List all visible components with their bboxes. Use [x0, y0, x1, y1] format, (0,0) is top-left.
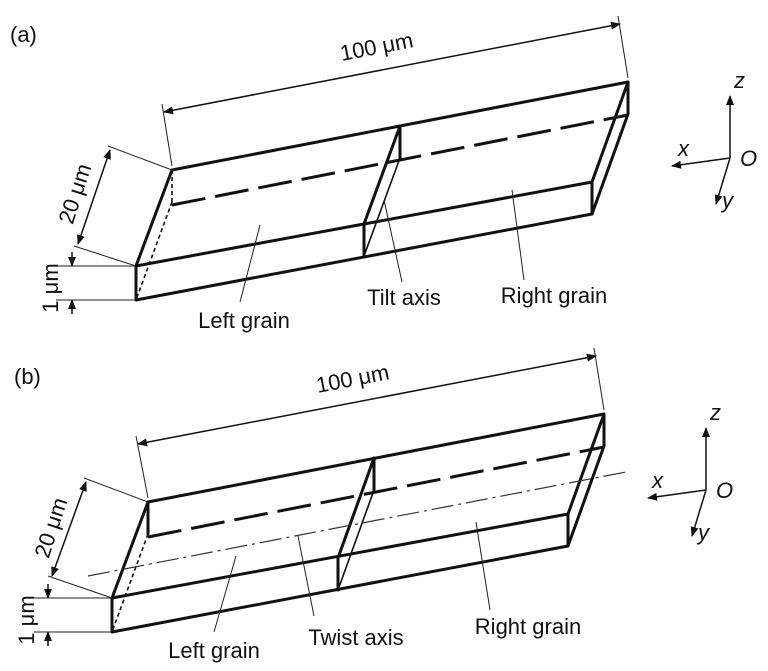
panel-a-x-axis: [671, 157, 731, 169]
panel-b-length-arrow: [137, 353, 597, 447]
panel-a: (a) 100 μm: [10, 15, 630, 333]
panel-b-width-label: 20 μm: [29, 495, 72, 561]
panel-a-boundary-front: [362, 124, 402, 258]
panel-a-length-label: 100 μm: [338, 27, 415, 66]
panel-b-right-grain-label: Right grain: [475, 614, 581, 639]
panel-b-sample-box: [110, 412, 606, 634]
panel-a-label: (a): [10, 22, 37, 47]
panel-a-thickness-label: 1 μm: [38, 263, 63, 312]
panel-a-axis-label: Tilt axis: [367, 285, 441, 310]
panel-b-coordinate-frame: z x y O: [647, 400, 733, 545]
panel-a-width-ext-bottom: [73, 245, 137, 267]
panel-b-hidden-edge: [111, 533, 149, 633]
panel-a-sample-box: [134, 80, 630, 302]
panel-b-width-ext-bottom: [47, 575, 113, 599]
panel-b-label: (b): [14, 364, 41, 389]
panel-a-width-dimension: 20 μm: [53, 145, 173, 267]
panel-a-length-arrow: [163, 21, 621, 115]
panel-b-axis-label: Twist axis: [308, 625, 403, 650]
panel-a-thickness-dimension: 1 μm: [38, 252, 136, 314]
panel-b-x-label: x: [651, 468, 664, 493]
panel-b-x-axis: [647, 489, 707, 501]
panel-b-width-arrow: [51, 481, 87, 577]
panel-b-width-ext-top: [83, 477, 149, 503]
panel-a-width-arrow: [77, 149, 111, 245]
panel-a-width-label: 20 μm: [53, 161, 96, 227]
panel-a-grain-boundary: [362, 124, 402, 258]
panel-a-coordinate-frame: z x y O: [671, 68, 757, 213]
panel-a-right-leader: [511, 189, 525, 281]
panel-a-mid-dashed-line: [171, 113, 629, 207]
panel-a-boundary-diag: [363, 157, 401, 257]
panel-a-right-bottom-edge: [590, 112, 630, 216]
panel-a-y-axis: [714, 157, 731, 205]
panel-b-mid-dashed-line: [147, 445, 605, 539]
panel-b-boundary-diag: [337, 489, 375, 591]
panel-a-origin-label: O: [740, 146, 757, 171]
panel-a-left-leader: [239, 224, 261, 303]
panel-b-front-face: [110, 512, 570, 634]
panel-b-axis-leader: [297, 535, 315, 617]
panel-b-left-grain-label: Left grain: [168, 638, 260, 663]
panel-b-left-leader: [213, 555, 237, 633]
panel-a-axis-leader: [383, 199, 403, 283]
panel-a-x-label: x: [677, 136, 690, 161]
panel-b: (b) 100 μm 20 μm: [14, 347, 627, 663]
panel-b-thickness-label: 1 μm: [14, 595, 39, 644]
panel-b-twist-axis-line: [87, 471, 627, 577]
panel-b-extension-left: [135, 435, 149, 499]
panel-b-length-label: 100 μm: [314, 359, 391, 398]
panel-b-y-label: y: [696, 520, 711, 545]
panel-b-z-label: z: [709, 400, 721, 425]
panel-b-right-bottom-edge: [566, 444, 606, 548]
panel-a-extension-right: [617, 15, 629, 79]
panel-b-width-dimension: 20 μm: [29, 477, 149, 599]
panel-b-grain-boundary: [336, 456, 376, 592]
panel-a-z-label: z: [733, 68, 745, 93]
panel-a-hidden-edge-2: [135, 201, 173, 301]
panel-a-width-ext-top: [107, 145, 173, 171]
panel-b-y-axis: [690, 489, 707, 537]
panel-b-length-dimension: 100 μm: [135, 347, 605, 499]
panel-b-origin-label: O: [716, 478, 733, 503]
panel-b-boundary-front: [336, 456, 376, 592]
panel-b-right-leader: [475, 521, 491, 611]
panel-b-extension-right: [593, 347, 605, 411]
panel-b-thickness-dimension: 1 μm: [14, 584, 112, 646]
panel-a-extension-left: [161, 103, 173, 167]
panel-a-y-label: y: [720, 188, 735, 213]
panel-a-right-grain-label: Right grain: [501, 283, 607, 308]
panel-a-left-grain-label: Left grain: [198, 308, 290, 333]
